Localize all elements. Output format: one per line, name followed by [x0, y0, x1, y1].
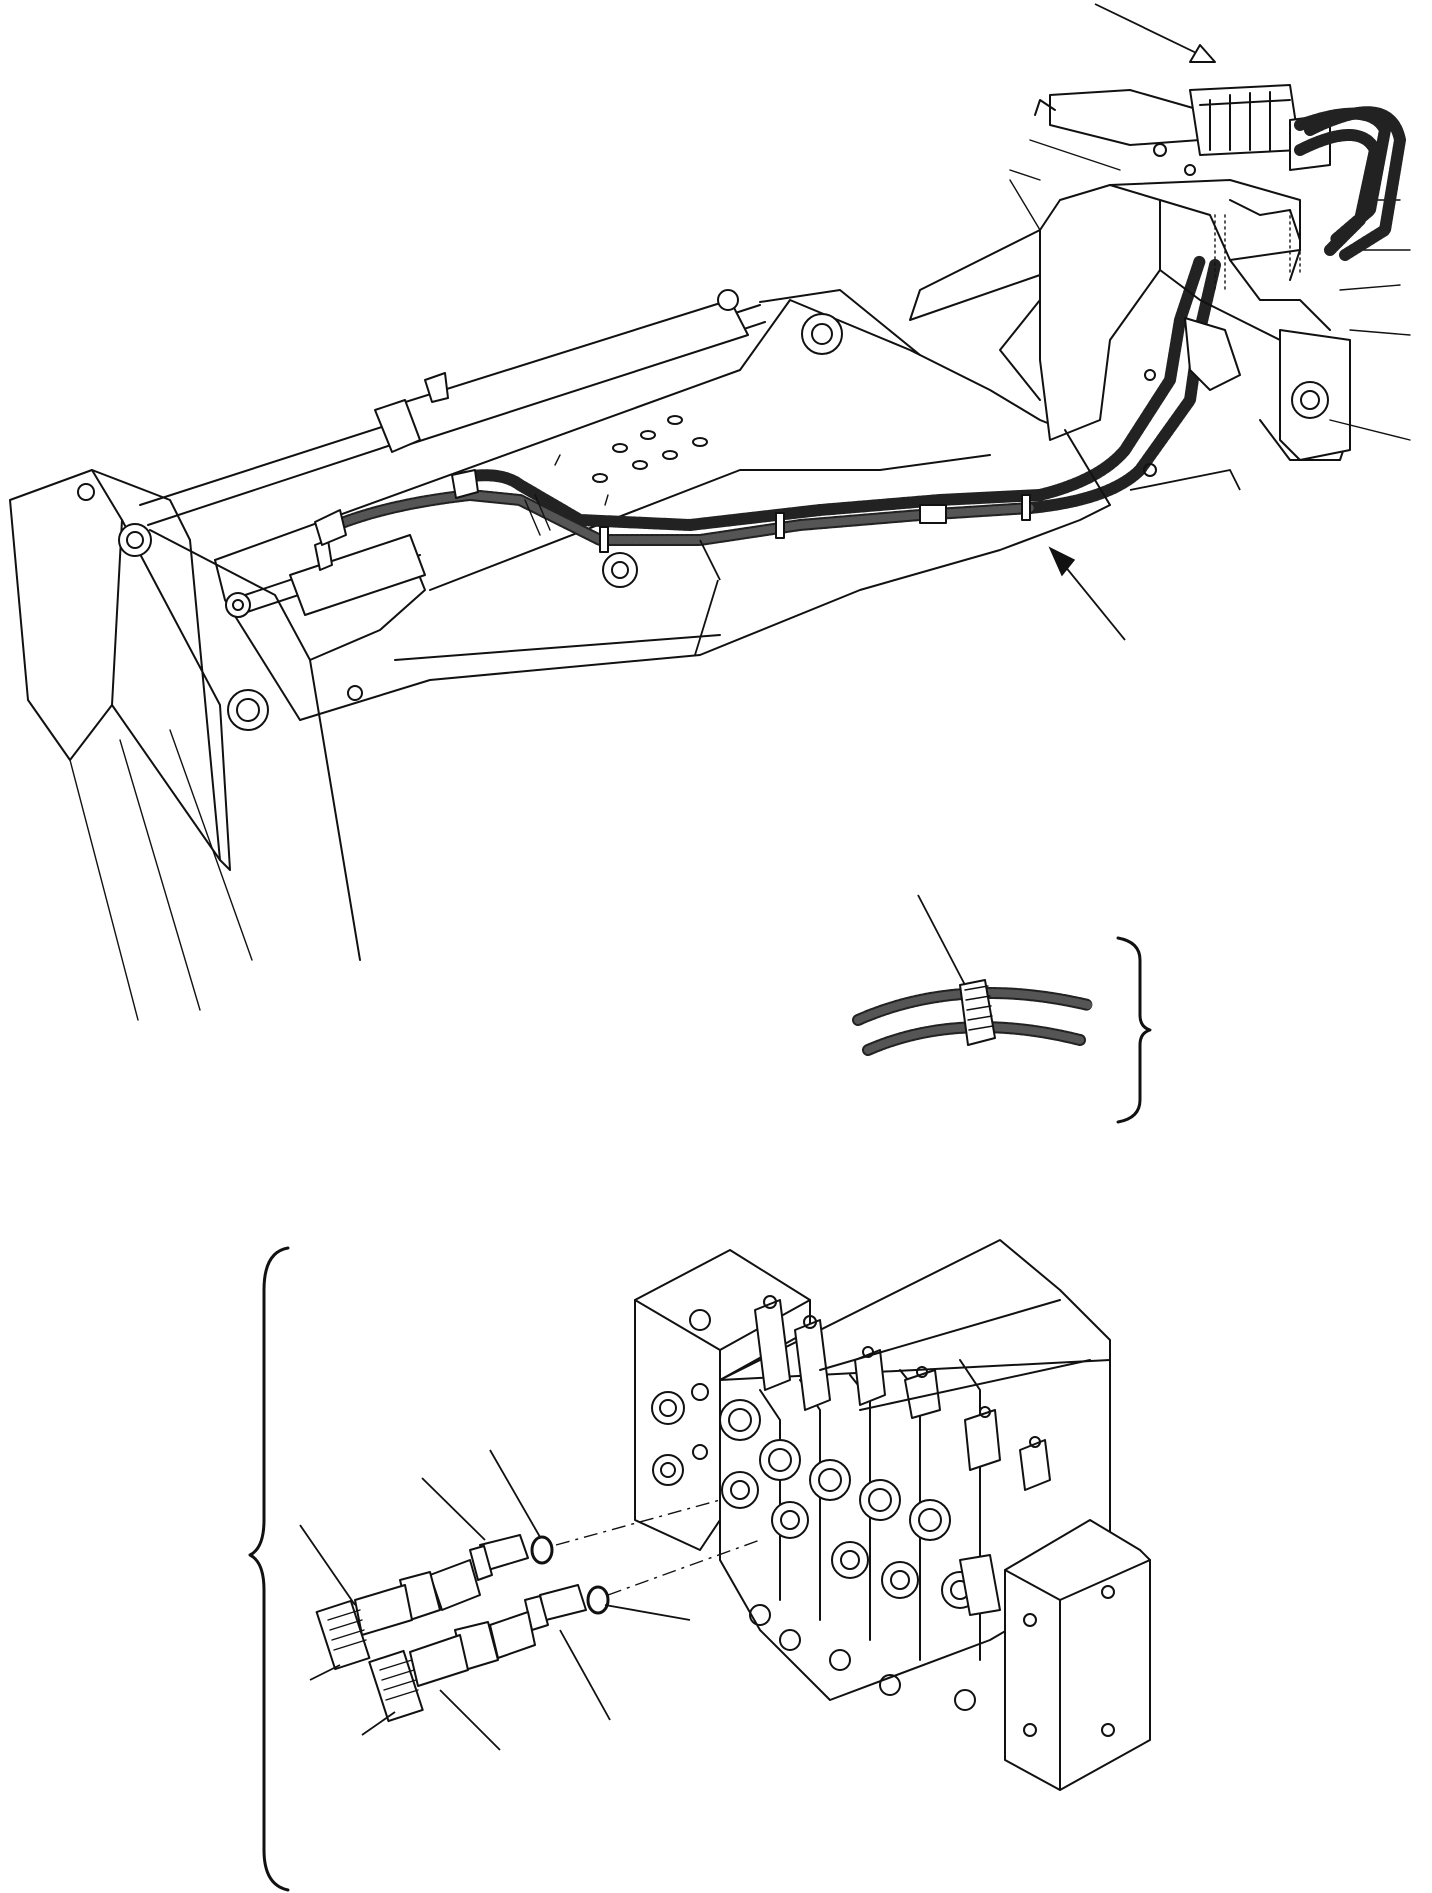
- swing-frame: [909, 84, 1411, 506]
- brace-left: [248, 1246, 290, 1892]
- control-valve-block: [634, 1239, 1151, 1791]
- boom-cylinder: [139, 289, 843, 618]
- control-valve-section: [248, 1239, 1151, 1892]
- leader-lines-top: [694, 3, 1241, 656]
- boom-assembly: [9, 3, 1411, 1021]
- boom-body: [214, 289, 1111, 721]
- hose-fitting-lower: [361, 1584, 691, 1751]
- hose-clamp-detail: [852, 894, 1152, 1124]
- hose-fitting-upper: [299, 1449, 554, 1681]
- boom-hose-pair: [314, 254, 1221, 553]
- centerline-lower: [607, 1539, 761, 1596]
- boom-pivot-plate: [9, 469, 361, 1021]
